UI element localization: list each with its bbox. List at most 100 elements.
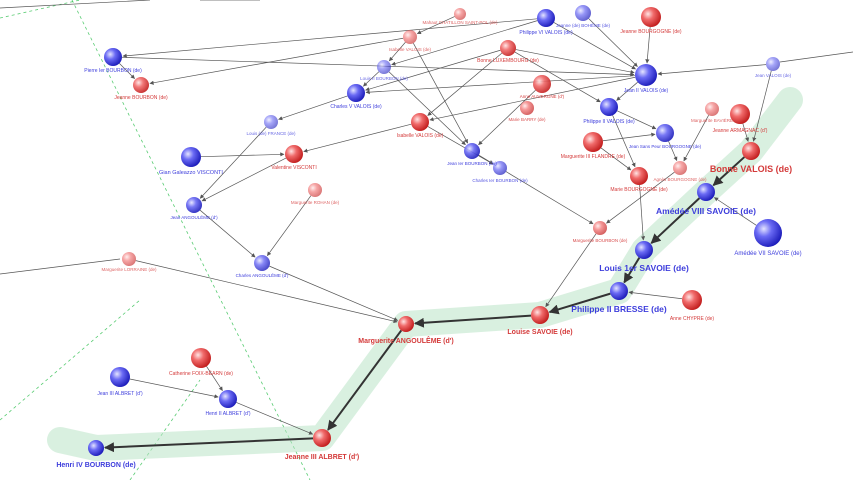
male-person-node[interactable] [264, 115, 278, 129]
female-person-node[interactable] [133, 77, 149, 93]
person-label: Marguerite BAVIÈRE [691, 117, 733, 123]
person-label: Anne CHYPRE (de) [670, 316, 715, 322]
person-label: Catherine FOIX-BÉARN (de) [169, 370, 233, 377]
relationship-edge [236, 402, 314, 435]
lineage-edge [712, 156, 746, 187]
person-label: Jeanne III ALBRET (d') [285, 454, 360, 461]
relationship-edge [515, 49, 635, 75]
person-label: Philippe II BRESSE (de) [571, 304, 667, 314]
male-person-node[interactable] [656, 124, 674, 142]
lineage-edge [623, 257, 641, 284]
male-person-node[interactable] [181, 147, 201, 167]
female-person-node[interactable] [520, 101, 534, 115]
person-label: Louis II BOURBON (de) [360, 76, 408, 81]
female-person-node[interactable] [454, 8, 466, 20]
relationship-edge [149, 37, 404, 85]
female-person-node[interactable] [403, 30, 417, 44]
female-person-node[interactable] [730, 104, 750, 124]
person-label: Henri II ALBRET (d') [205, 411, 250, 417]
relationship-edge [668, 141, 678, 162]
female-person-node[interactable] [191, 348, 211, 368]
person-label: Isabelle VALOIS (de) [389, 47, 431, 52]
male-person-node[interactable] [464, 143, 480, 159]
female-person-node[interactable] [313, 429, 331, 447]
male-person-node[interactable] [377, 60, 391, 74]
relationship-edge [617, 110, 657, 130]
male-person-node[interactable] [347, 84, 365, 102]
male-person-node[interactable] [88, 440, 104, 456]
female-person-node[interactable] [593, 221, 607, 235]
person-label: Anne AUVERGNE (d') [520, 94, 565, 99]
male-person-node[interactable] [254, 255, 270, 271]
guide-line [129, 379, 201, 480]
person-label: Marguerite BOURBON (de) [573, 238, 628, 243]
female-person-node[interactable] [682, 290, 702, 310]
relationship-edge [201, 157, 287, 202]
guide-lines [0, 0, 311, 480]
female-person-node[interactable] [285, 145, 303, 163]
relationship-edge [645, 26, 651, 64]
person-label: Marie BARRY (de) [508, 117, 546, 122]
male-person-node[interactable] [493, 161, 507, 175]
relationship-edge [269, 265, 399, 321]
person-label: Jean ANGOULÊME (d') [170, 213, 218, 220]
male-person-node[interactable] [697, 183, 715, 201]
relationship-edge [505, 171, 594, 225]
relationship-edge [278, 95, 348, 121]
relationship-edge [413, 42, 469, 144]
person-label: Jeanne BOURGOGNE (de) [620, 29, 681, 35]
person-label: Charles Ier BOURBON (de) [472, 178, 528, 183]
female-person-node[interactable] [531, 306, 549, 324]
male-person-node[interactable] [186, 197, 202, 213]
female-person-node[interactable] [630, 167, 648, 185]
female-person-node[interactable] [641, 7, 661, 27]
relationship-edge [514, 51, 601, 103]
person-label: Jean Sans Peur BOURGOGNE (de) [629, 144, 702, 149]
female-person-node[interactable] [705, 102, 719, 116]
relationship-edge [391, 20, 538, 66]
female-person-node[interactable] [308, 183, 322, 197]
male-person-node[interactable] [219, 390, 237, 408]
male-person-node[interactable] [754, 219, 782, 247]
relationship-edge [0, 0, 151, 9]
person-label: Charles V VALOIS (de) [330, 104, 382, 110]
person-label: Amédée VIII SAVOIE (de) [656, 206, 756, 216]
male-person-node[interactable] [537, 9, 555, 27]
relationship-edge [0, 258, 121, 275]
guide-line [0, 0, 81, 19]
male-person-node[interactable] [110, 367, 130, 387]
relationship-edge [429, 76, 636, 122]
person-label: Pierre Ier BOURBON (de) [84, 68, 142, 74]
female-person-node[interactable] [398, 316, 414, 332]
female-person-node[interactable] [583, 132, 603, 152]
female-person-node[interactable] [673, 161, 687, 175]
relationship-edge [600, 147, 632, 171]
relationship-edge [199, 126, 267, 199]
male-person-node[interactable] [635, 64, 657, 86]
relationship-edge [129, 378, 219, 399]
lineage-edge [103, 437, 314, 453]
person-label: Gian Galeazzo VISCONTI [159, 170, 223, 176]
female-person-node[interactable] [122, 252, 136, 266]
male-person-node[interactable] [600, 98, 618, 116]
male-person-node[interactable] [766, 57, 780, 71]
female-person-node[interactable] [533, 75, 551, 93]
relationship-edge [363, 71, 380, 87]
lineage-edge [650, 197, 701, 244]
female-person-node[interactable] [500, 40, 516, 56]
person-label: Isabelle VALOIS (de) [397, 133, 444, 139]
female-person-node[interactable] [742, 142, 760, 160]
female-person-node[interactable] [411, 113, 429, 131]
edge-layer [0, 0, 853, 453]
male-person-node[interactable] [635, 241, 653, 259]
person-label: Marguerite ANGOULÊME (d') [358, 336, 454, 345]
male-person-node[interactable] [575, 5, 591, 21]
relationship-edge [628, 290, 683, 300]
person-label: Bonne LUXEMBOURG (de) [477, 58, 539, 64]
relationship-edge [683, 114, 709, 162]
highlighted-lineage-band [47, 87, 803, 461]
male-person-node[interactable] [104, 48, 122, 66]
person-label: Agnès BOURGOGNE (de) [653, 177, 707, 182]
person-label: Louis (de) FRANCE (de) [246, 131, 296, 136]
male-person-node[interactable] [610, 282, 628, 300]
